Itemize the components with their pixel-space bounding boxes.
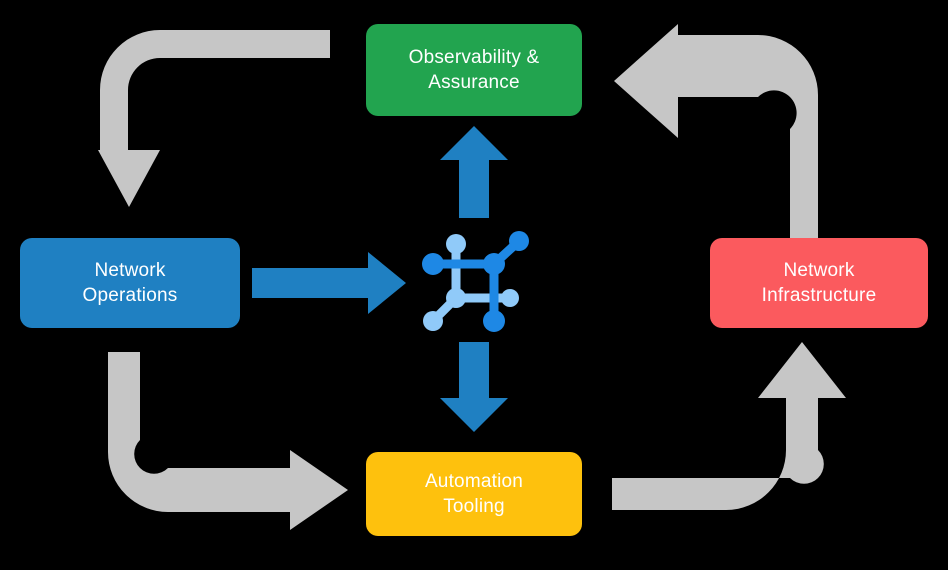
node-network-operations-label: Network Operations [82,259,178,306]
blue-arrow-center-to-observability [440,126,508,218]
node-observability-label: Observability & Assurance [408,46,540,93]
gray-arrow-observability-to-operations [98,30,330,207]
node-observability-assurance[interactable]: Observability & Assurance [366,24,582,116]
gray-arrow-automation-to-infrastructure [612,342,846,510]
node-network-infrastructure-label: Network Infrastructure [761,259,877,306]
node-network-infrastructure[interactable]: Network Infrastructure [710,238,928,328]
node-automation-tooling-label: Automation Tooling [424,470,524,517]
topology-light-nodes [423,234,519,331]
blue-arrow-center-to-automation [440,342,508,432]
gray-arrow-operations-to-automation [108,352,348,530]
node-network-operations[interactable]: Network Operations [20,238,240,328]
gray-arrow-infrastructure-to-observability [614,24,818,238]
node-automation-tooling[interactable]: Automation Tooling [366,452,582,536]
blue-arrow-operations-to-center [252,252,406,314]
topology-primary-nodes [422,231,529,332]
network-topology-icon [422,231,529,332]
